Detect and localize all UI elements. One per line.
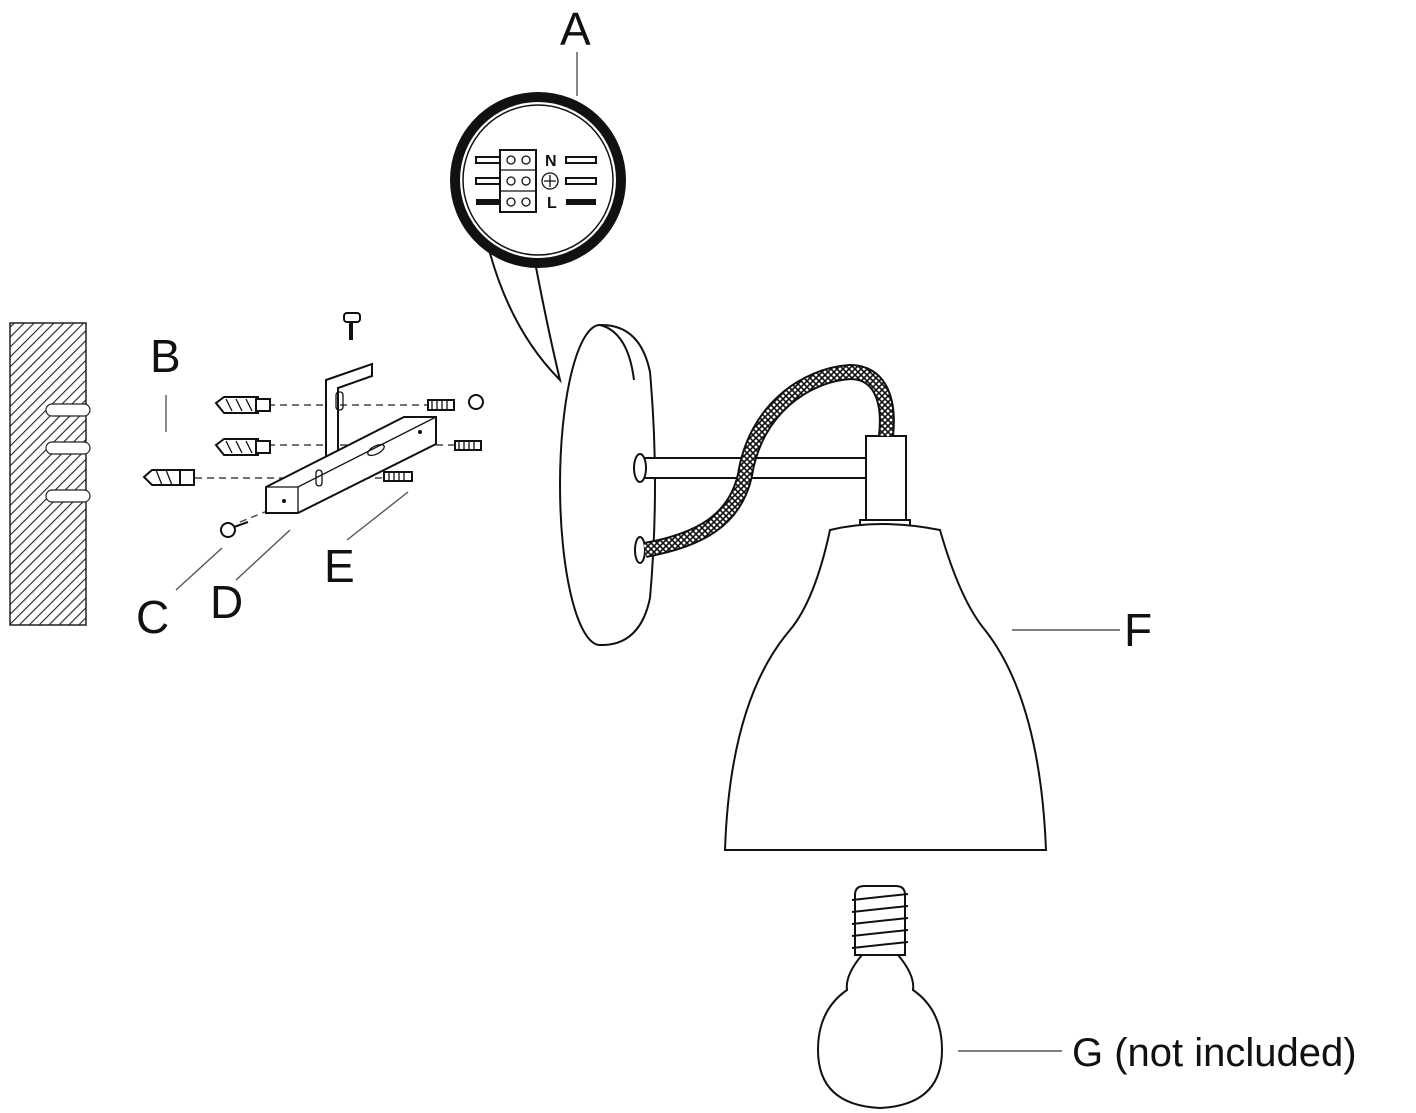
light-bulb [816,885,944,1110]
label-e: E [324,540,355,592]
wall-drill-hole [45,403,91,417]
wall-plug [214,438,271,456]
label-d: D [210,576,243,628]
wall-plug [142,469,195,486]
wall-drill-hole [45,441,91,455]
mounting-bracket [265,362,437,514]
screw [220,521,249,538]
label-b: B [150,330,181,382]
terminal-label-n: N [545,153,557,170]
terminal-label-l: L [547,195,557,212]
terminal-block-detail: N L [450,92,626,384]
label-f: F [1124,604,1152,656]
leader-lines [165,52,1120,1052]
label-a: A [560,3,591,55]
screw [383,471,413,482]
backplate [559,323,656,647]
wall [9,322,91,626]
braided-cable [643,363,895,558]
label-c: C [136,591,169,643]
screw [427,394,484,411]
top-screw [343,312,361,340]
label-g: G (not included) [1072,1031,1357,1075]
screw [454,440,482,451]
wall-drill-hole [45,489,91,503]
wall-plug [214,396,271,414]
lamp-shade [723,523,1048,851]
